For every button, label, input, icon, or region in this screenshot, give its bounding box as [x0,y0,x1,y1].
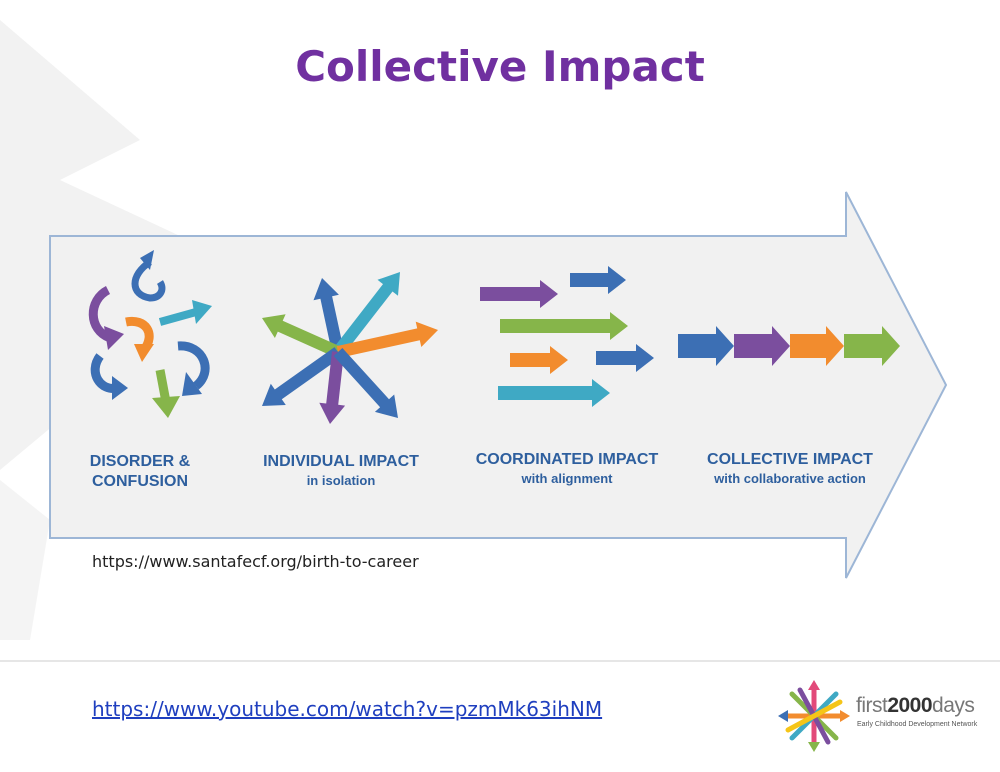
straight-arrow-teal [158,308,198,326]
chain-arrow-orange [790,326,844,366]
parallel-arrow-orange [510,346,568,374]
radial-arrow-blue-downleft [262,347,342,406]
logo-wordmark: first2000days [856,694,975,718]
stage-subtitle: in isolation [306,473,376,488]
curved-arrow-blue-top [131,259,166,302]
page-title: Collective Impact [295,42,705,91]
stage-title-line1: COORDINATED IMPACT [475,451,659,468]
parallel-arrow-purple [480,280,558,308]
stage-subtitle: with alignment [521,471,613,486]
straight-arrow-green [155,369,171,403]
youtube-link[interactable]: https://www.youtube.com/watch?v=pzmMk63i… [92,697,603,721]
straight-arrow-teal-head [192,300,212,324]
parallel-arrow-blue-top [570,266,626,294]
curved-arrow-purple [88,285,113,343]
parallel-arrow-blue-mid [596,344,654,372]
stage-title-line1: DISORDER & [89,453,191,470]
radial-arrow-blue-up [313,278,344,354]
radial-arrow-purple-down [319,351,346,424]
logo-prefix: first [856,694,888,717]
parallel-arrow-teal [498,379,610,407]
radial-arrow-orange-right [336,321,438,358]
chain-arrow-green [844,326,900,366]
stage-label-collective: COLLECTIVE IMPACT with collaborative act… [684,450,896,488]
curved-arrow-blue-left-head [112,376,128,400]
curved-arrow-blue-right-head [182,372,202,396]
stage-label-coordinated: COORDINATED IMPACT with alignment [456,450,678,488]
big-progression-arrow [49,191,948,579]
footer-divider [0,660,1000,662]
stage-label-individual: INDIVIDUAL IMPACT in isolation [236,452,446,490]
coordinated-arrow-group [480,266,654,407]
straight-arrow-green-head [152,396,180,418]
curved-arrow-blue-right [177,341,210,390]
curved-arrow-blue-top-head [140,250,154,270]
first-2000-days-logo: first2000days Early Childhood Developmen… [778,680,977,752]
source-url: https://www.santafecf.org/birth-to-caree… [92,552,419,571]
progression-diagram [49,191,948,579]
individual-arrow-group [262,272,438,424]
curved-arrow-purple-head [104,326,124,350]
radial-arrow-green-left [262,314,341,358]
chain-arrow-purple [734,326,790,366]
chain-arrow-blue [678,326,734,366]
radial-arrow-blue-downright [333,348,398,418]
radial-arrow-teal-upright [333,272,400,356]
logo-number: 2000 [887,694,933,717]
stage-title-line1: INDIVIDUAL IMPACT [263,453,419,470]
logo-tagline: Early Childhood Development Network [857,721,978,728]
stage-subtitle: with collaborative action [714,471,866,486]
parallel-arrow-green [500,312,628,340]
stage-label-disorder: DISORDER & CONFUSION [70,452,210,492]
logo-suffix: days [932,694,975,717]
collective-arrow-group [678,326,900,366]
curved-arrow-orange-head [134,344,154,362]
interwoven-arrows-logo-icon [778,680,850,752]
disorder-arrow-group [88,250,212,418]
stage-title-line1: COLLECTIVE IMPACT [707,451,873,468]
stage-title-line2: CONFUSION [92,473,188,490]
